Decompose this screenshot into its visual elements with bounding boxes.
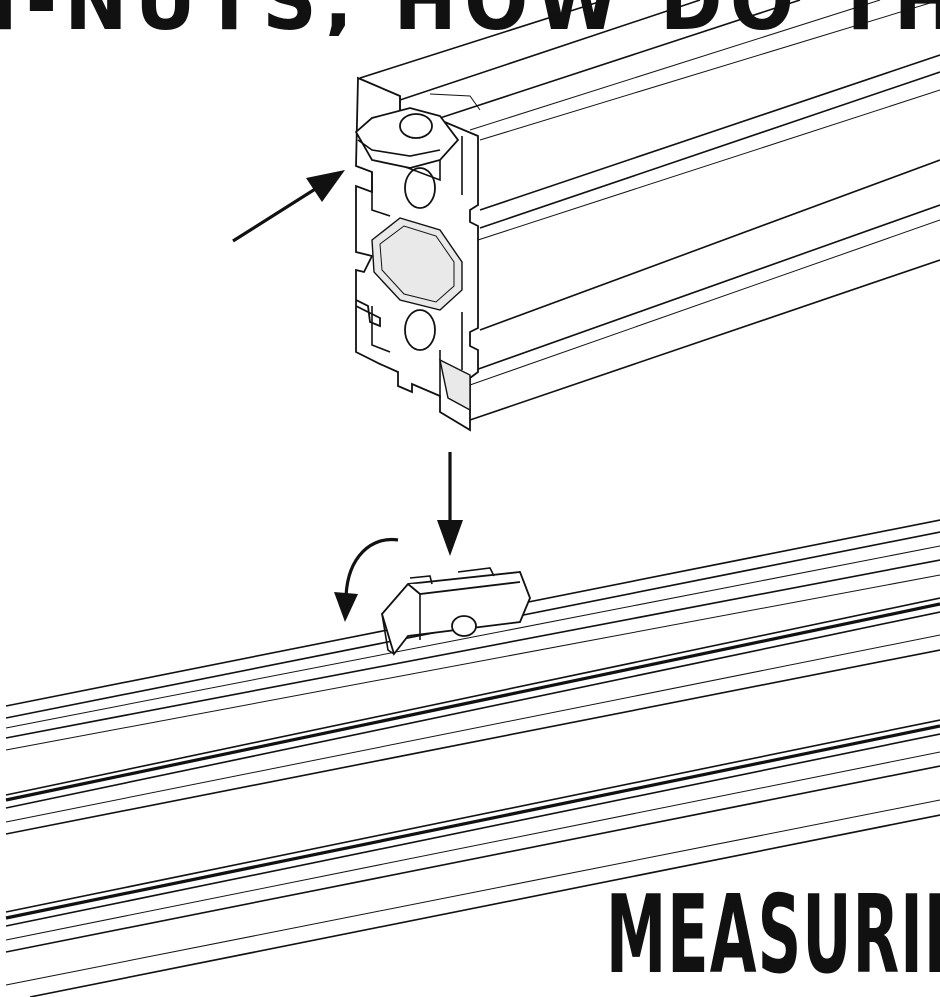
drop-arrow [437,452,463,556]
t-nut [380,567,531,656]
extrusion-profile [354,0,940,432]
base-rail [5,519,940,997]
rotate-arrow [334,537,399,622]
section-heading: MEASURING [606,873,940,997]
insertion-arrow [232,170,345,243]
